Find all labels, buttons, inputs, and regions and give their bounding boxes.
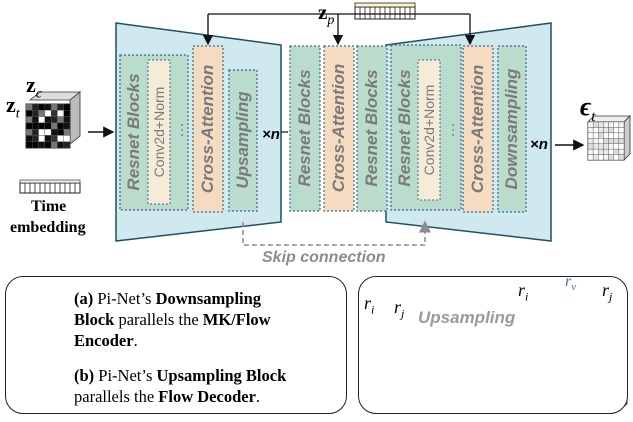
- time-label-1: Time: [31, 198, 67, 215]
- skip-connection-label: Skip connection: [262, 249, 386, 266]
- right-cross-box: [462, 45, 494, 213]
- rv-label: rv: [565, 273, 577, 294]
- legend-a-text: (a) Pi-Net’s Downsampling Block parallel…: [74, 289, 271, 350]
- right-conv-box: [417, 59, 441, 201]
- right-sampling-box: [497, 45, 527, 213]
- rj-right-label: rj: [602, 280, 613, 304]
- eps-label: ϵt: [580, 92, 596, 126]
- mid-resnet-b-label: Resnet Blocks: [362, 69, 381, 187]
- rj-left-label: rj: [394, 297, 405, 321]
- ri-right-label: ri: [518, 280, 529, 304]
- time-embedding-vector: [19, 179, 81, 194]
- mid-cross-box: [323, 45, 355, 212]
- left-dots: …: [170, 122, 187, 138]
- right-dots: …: [441, 122, 458, 138]
- legend-b-text: (b) Pi-Net’s Upsampling Block parallels …: [74, 366, 287, 406]
- zp-vector: [354, 2, 416, 20]
- left-resnet-label: Resnet Blocks: [124, 73, 143, 191]
- skip-connection-arrow: [242, 220, 431, 246]
- ri-left-label: ri: [364, 293, 375, 317]
- zt-label: zt: [6, 92, 20, 122]
- left-cross-box: [192, 45, 224, 213]
- right-cross-label: Cross-Attention: [468, 64, 487, 194]
- zp-label: zp: [318, 0, 335, 29]
- zc-label: zc: [26, 72, 42, 102]
- mid-cross-label: Cross-Attention: [329, 63, 348, 193]
- left-sampling-box: [228, 69, 258, 212]
- left-conv-label: Conv2d+Norm: [151, 86, 167, 178]
- left-times-n: ×n: [262, 126, 280, 143]
- mid-resnet-a-box: [289, 45, 321, 212]
- right-conv-label: Conv2d+Norm: [421, 84, 437, 176]
- mid-resnet-a-label: Resnet Blocks: [295, 69, 314, 187]
- legend-box: [5, 276, 347, 414]
- mid-resnet-b-box: [356, 45, 388, 212]
- left-sampling-label: Upsampling: [233, 91, 252, 189]
- time-label-2: embedding: [10, 219, 86, 236]
- left-cross-label: Cross-Attention: [198, 64, 217, 194]
- right-resnet-label: Resnet Blocks: [395, 69, 414, 187]
- right-sampling-label: Downsampling: [502, 68, 521, 190]
- zp-connectors: [202, 13, 476, 46]
- upsampling-panel: [358, 276, 628, 414]
- left-conv-box: [147, 59, 171, 205]
- right-times-n: ×n: [530, 136, 548, 153]
- upsampling-title: Upsampling: [418, 308, 516, 327]
